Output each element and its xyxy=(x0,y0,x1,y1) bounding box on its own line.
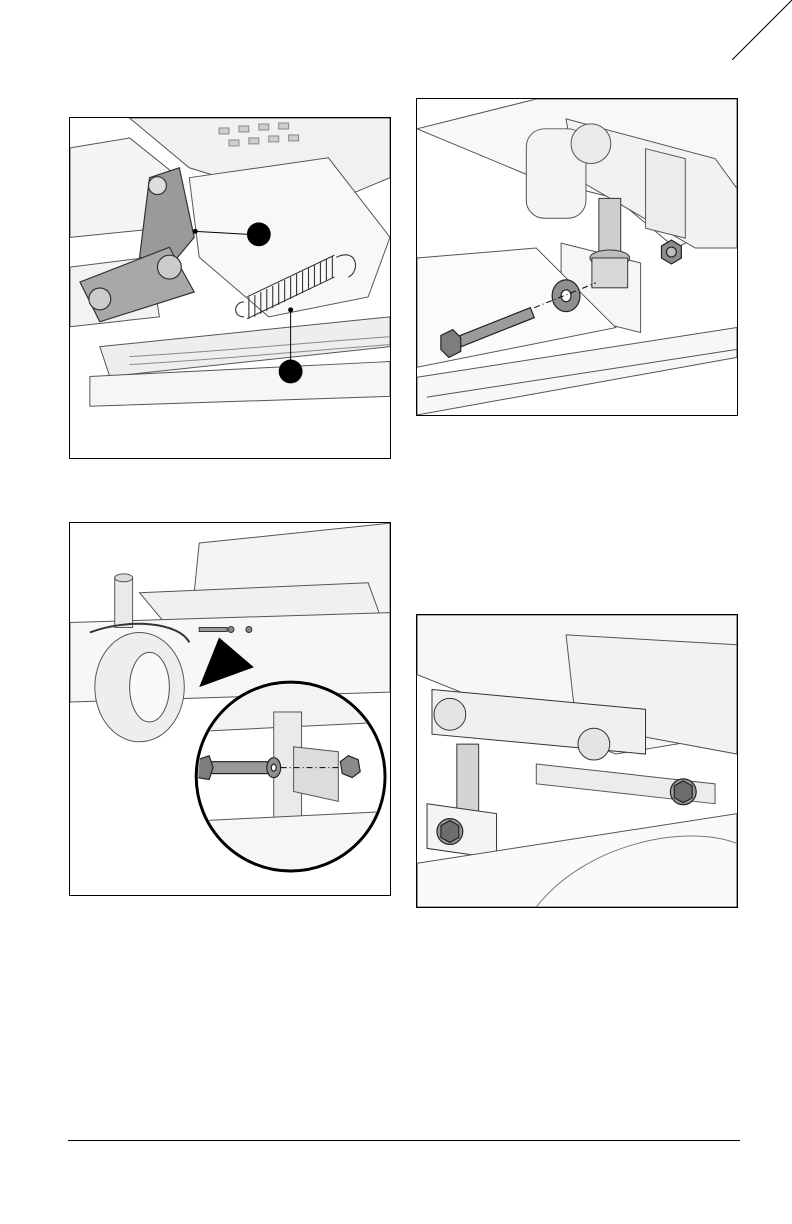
bolt-assembly-illustration xyxy=(417,99,737,415)
installed-nut-rear xyxy=(670,779,696,805)
detail-magnifier xyxy=(189,672,390,871)
crop-mark xyxy=(732,0,792,60)
figure-bolt-washer-nut xyxy=(416,98,738,416)
flange-nut xyxy=(661,240,681,264)
figure-lift-arm-spring xyxy=(69,117,391,459)
deck-detail-illustration xyxy=(70,523,390,895)
figure-link-installed xyxy=(416,614,738,908)
footer-rule xyxy=(68,1140,740,1141)
link-installed-illustration xyxy=(417,615,737,907)
figure-deck-detail xyxy=(69,522,391,896)
washer xyxy=(552,280,580,312)
installed-nut-front xyxy=(437,819,463,845)
lift-arm-spring-illustration xyxy=(70,118,390,458)
